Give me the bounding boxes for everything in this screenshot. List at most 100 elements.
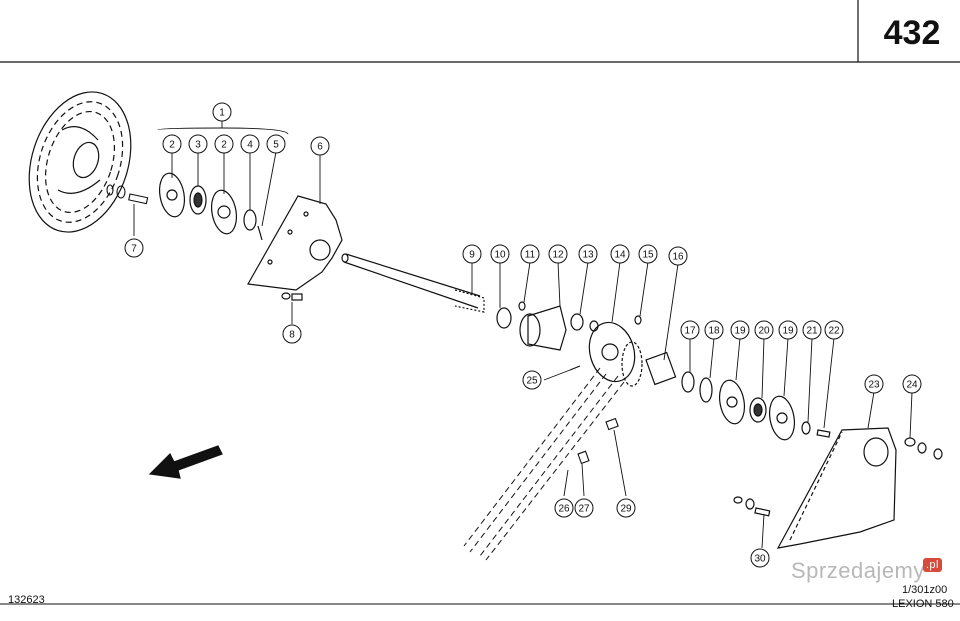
callout-number: 10	[494, 250, 506, 261]
callout-c24: 24	[902, 374, 922, 394]
callout-number: 7	[131, 244, 137, 255]
drive-chain	[463, 367, 625, 561]
callout-number: 19	[734, 326, 746, 337]
callout-number: 4	[247, 140, 253, 151]
direction-arrow	[148, 445, 223, 479]
callout-number: 8	[289, 330, 295, 341]
callout-c22: 22	[824, 320, 844, 340]
callout-c16: 16	[668, 246, 688, 266]
callout-circle	[266, 134, 286, 154]
model-name: LEXION 580	[892, 598, 954, 610]
callout-circle	[212, 102, 232, 122]
callout-c25: 25	[522, 370, 542, 390]
watermark-badge: .pl	[922, 558, 942, 572]
callout-number: 2	[221, 140, 227, 151]
callout-number: 19	[782, 326, 794, 337]
callout-c26: 26	[554, 498, 574, 518]
callout-c11: 11	[520, 244, 540, 264]
callout-circle	[730, 320, 750, 340]
pulley-wheel	[28, 91, 132, 233]
callout-circle	[668, 246, 688, 266]
drive-shaft-9	[341, 253, 485, 313]
callout-c14: 14	[610, 244, 630, 264]
callout-circle	[240, 134, 260, 154]
callout-c19b: 19	[778, 320, 798, 340]
callout-c20: 20	[754, 320, 774, 340]
callout-c1: 1	[212, 102, 232, 122]
callout-circle	[616, 498, 636, 518]
callout-c8: 8	[282, 324, 302, 344]
callout-c3: 3	[188, 134, 208, 154]
callout-number: 6	[317, 142, 323, 153]
callout-number: 29	[620, 504, 632, 515]
callout-circle	[864, 374, 884, 394]
callout-number: 21	[806, 326, 818, 337]
leader-lines	[133, 120, 913, 549]
callout-circle	[548, 244, 568, 264]
callout-circle	[188, 134, 208, 154]
callout-c9: 9	[462, 244, 482, 264]
callout-c17: 17	[680, 320, 700, 340]
callout-number: 24	[906, 380, 918, 391]
callout-number: 17	[684, 326, 696, 337]
callout-number: 5	[273, 140, 279, 151]
callout-circle	[282, 324, 302, 344]
watermark: Sprzedajemy.pl	[791, 558, 942, 584]
callout-c2b: 2	[214, 134, 234, 154]
callout-circle	[638, 244, 658, 264]
callout-c29: 29	[616, 498, 636, 518]
callout-circle	[162, 134, 182, 154]
callout-number: 30	[754, 554, 766, 565]
callout-number: 27	[578, 504, 590, 515]
callout-c23: 23	[864, 374, 884, 394]
callout-c18: 18	[704, 320, 724, 340]
callout-circle	[902, 374, 922, 394]
callout-circle	[610, 244, 630, 264]
callout-circle	[704, 320, 724, 340]
callout-number: 13	[582, 250, 594, 261]
callout-circle	[214, 134, 234, 154]
bracket-plate-6	[247, 195, 343, 301]
callout-circle	[802, 320, 822, 340]
callout-c5: 5	[266, 134, 286, 154]
callout-number: 3	[195, 140, 201, 151]
callout-c21: 21	[802, 320, 822, 340]
callout-c19a: 19	[730, 320, 750, 340]
watermark-text: Sprzedajemy	[790, 558, 925, 583]
callout-number: 11	[525, 250, 536, 261]
callout-number: 2	[169, 140, 175, 151]
callout-circle	[750, 548, 770, 568]
page-number: 432	[883, 14, 941, 52]
bearing-assembly	[158, 172, 263, 241]
callout-number: 23	[868, 380, 880, 391]
callout-number: 20	[758, 326, 770, 337]
callout-c6: 6	[310, 136, 330, 156]
callout-c2a: 2	[162, 134, 182, 154]
bracket-plate-23	[733, 427, 943, 549]
callout-c27: 27	[574, 498, 594, 518]
callout-c4: 4	[240, 134, 260, 154]
callout-circle	[522, 370, 542, 390]
callout-circle	[578, 244, 598, 264]
callout-circle	[778, 320, 798, 340]
callout-circle	[680, 320, 700, 340]
callout-number: 14	[614, 250, 626, 261]
callout-number: 25	[526, 376, 538, 387]
callout-number: 15	[642, 250, 654, 261]
callout-circle	[490, 244, 510, 264]
callout-number: 1	[219, 108, 225, 119]
callout-circle	[824, 320, 844, 340]
callout-c30: 30	[750, 548, 770, 568]
callout-number: 18	[708, 326, 720, 337]
document-code: 132623	[8, 594, 45, 606]
drawing-code: 1/301z00	[902, 584, 948, 596]
callout-circle	[754, 320, 774, 340]
callout-circle	[310, 136, 330, 156]
page-frame	[0, 0, 960, 605]
callout-c10: 10	[490, 244, 510, 264]
callout-circle	[574, 498, 594, 518]
callout-circle	[554, 498, 574, 518]
